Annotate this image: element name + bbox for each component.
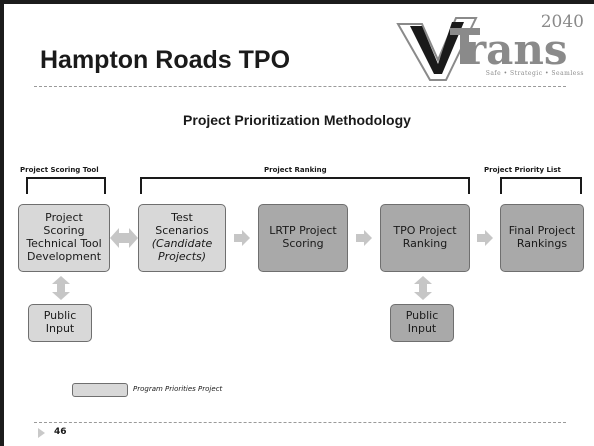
box-text-line: Scoring	[43, 224, 85, 238]
box-lrtp-project-scoring: LRTP Project Scoring	[258, 204, 348, 272]
box-text-line: Ranking	[402, 237, 448, 250]
legend-swatch	[72, 383, 128, 397]
bracket-scoring-tool	[26, 177, 106, 194]
arrow-right-icon	[356, 230, 372, 246]
box-text-line: Scoring	[282, 237, 324, 250]
box-text-line: Input	[45, 322, 75, 335]
double-arrow-vertical-icon	[414, 276, 432, 300]
double-arrow-icon	[110, 228, 138, 248]
double-arrow-vertical-icon	[52, 276, 70, 300]
box-text-line: Public	[405, 309, 439, 323]
box-text-line: Input	[407, 322, 437, 335]
box-text-line: (Candidate	[151, 237, 213, 250]
section-label-priority-list: Project Priority List	[484, 166, 561, 174]
box-test-scenarios: Test Scenarios (Candidate Projects)	[138, 204, 226, 272]
box-public-input-right: Public Input	[390, 304, 454, 342]
box-text-line: Scenarios	[155, 224, 209, 238]
box-scoring-tool-development: Project Scoring Technical Tool Developme…	[18, 204, 110, 272]
arrow-right-icon	[477, 230, 493, 246]
box-text-line: Development	[26, 249, 102, 263]
legend-label: Program Priorities Project	[133, 385, 223, 393]
logo-tagline: Safe • Strategic • Seamless	[485, 70, 584, 77]
slide-title: Hampton Roads TPO	[40, 46, 291, 74]
bracket-ranking	[140, 177, 470, 194]
box-text-line: TPO Project	[393, 224, 457, 238]
arrow-right-icon	[234, 230, 250, 246]
box-text-line: LRTP Project	[269, 224, 337, 238]
section-label-scoring-tool: Project Scoring Tool	[20, 166, 99, 174]
box-text-line: Rankings	[516, 237, 568, 250]
slide-subtitle: Project Prioritization Methodology	[183, 112, 411, 128]
vtrans-logo: rans 2040 Safe • Strategic • Seamless	[392, 8, 588, 86]
logo-year: 2040	[540, 12, 584, 32]
box-text-line: Projects)	[157, 249, 207, 263]
vtrans-logo-graphic: rans	[396, 17, 568, 81]
box-text-line: Technical Tool	[26, 237, 102, 250]
box-tpo-project-ranking: TPO Project Ranking	[380, 204, 470, 272]
box-text-line: Test	[171, 211, 193, 225]
box-text-line: Public	[43, 309, 77, 323]
footer-divider	[34, 422, 566, 423]
box-final-project-rankings: Final Project Rankings	[500, 204, 584, 272]
svg-text:rans: rans	[464, 25, 568, 74]
header-divider	[34, 86, 566, 87]
page-number: 46	[54, 427, 67, 437]
bracket-priority-list	[500, 177, 582, 194]
page-marker-icon	[38, 428, 45, 438]
section-label-ranking: Project Ranking	[264, 166, 327, 174]
box-text-line: Project	[45, 211, 83, 225]
box-public-input-left: Public Input	[28, 304, 92, 342]
box-text-line: Final Project	[508, 224, 576, 238]
